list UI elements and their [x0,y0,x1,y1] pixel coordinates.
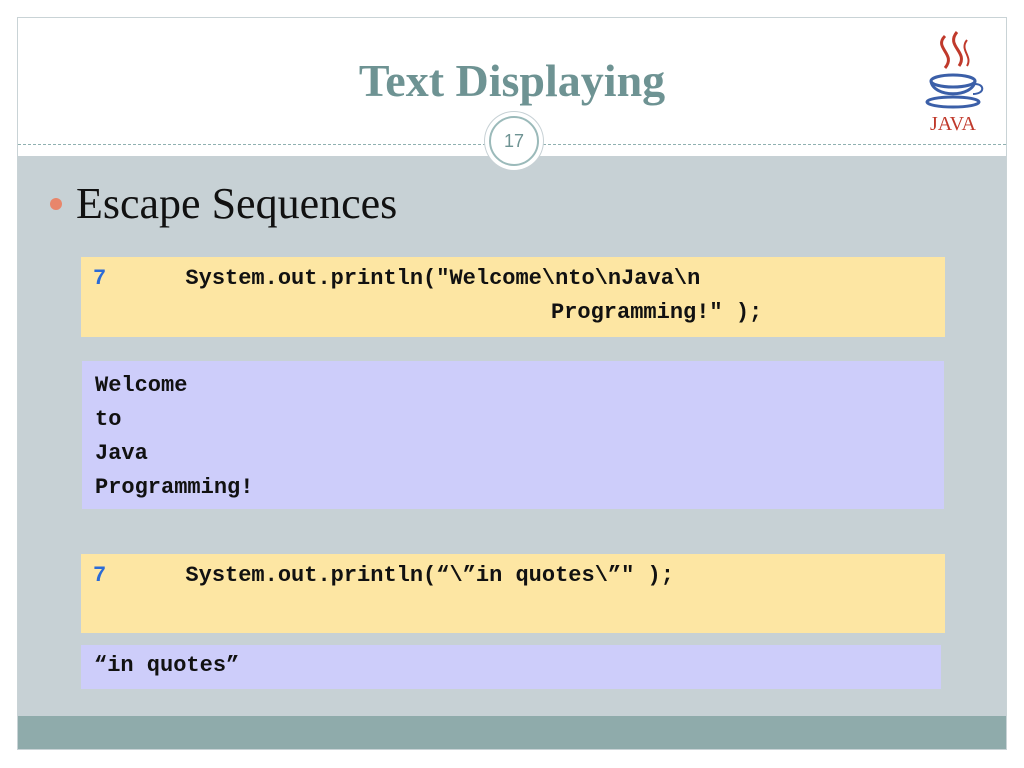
output-line: Programming! [95,475,254,500]
code-block-1: 7 System.out.println("Welcome\nto\nJava\… [81,257,945,337]
line-number: 7 [93,563,107,588]
code-text: Programming!" ); [551,300,763,325]
output-line: to [95,407,122,432]
output-line: “in quotes” [94,653,240,678]
slide-title: Text Displaying [358,55,666,106]
bullet-text: Escape Sequences [76,179,398,228]
output-block-2: “in quotes” [81,645,941,689]
code-line-1b: Programming!" ); [93,296,933,330]
slide: Text Displaying 17 JAVA Escape Sequences… [17,17,1007,750]
code-block-2: 7 System.out.println(“\”in quotes\”" ); [81,554,945,633]
output-line: Welcome [95,373,188,398]
bullet-escape-sequences: Escape Sequences [50,178,397,229]
java-logo-text: JAVA [930,113,977,135]
code-text: System.out.println(“\”in quotes\”" ); [185,563,674,588]
code-text: System.out.println("Welcome\nto\nJava\n [185,266,701,291]
code-line-2a: 7 System.out.println(“\”in quotes\”" ); [93,559,933,593]
line-number: 7 [93,266,107,291]
code-line-1a: 7 System.out.println("Welcome\nto\nJava\… [93,262,933,296]
footer-band [18,716,1006,749]
output-line: Java [95,441,148,466]
bullet-dot [50,197,62,210]
slide-number: 17 [489,116,539,166]
java-logo-icon: JAVA [925,31,984,135]
